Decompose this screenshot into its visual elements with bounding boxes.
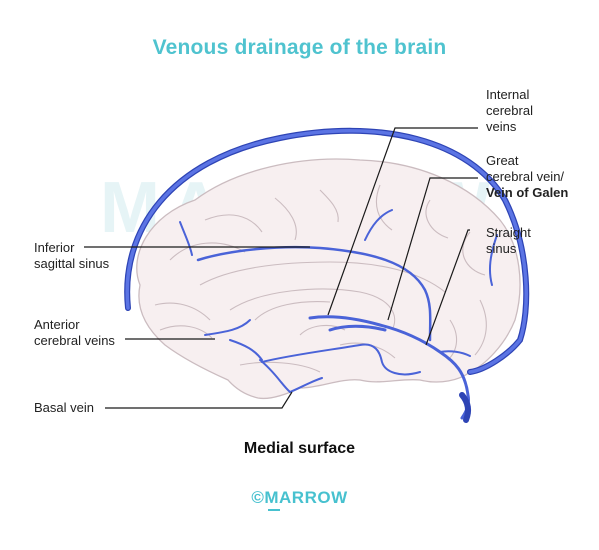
basal-veins <box>204 319 471 393</box>
label-basal-vein: Basal vein <box>34 400 94 415</box>
inferior-sagittal-sinus <box>196 245 432 342</box>
label-line: veins <box>486 119 517 134</box>
label-line: cerebral vein/ <box>486 169 565 184</box>
label-line: Straight <box>486 225 531 240</box>
subtitle-medial-surface: Medial surface <box>243 440 356 457</box>
label-line: Internal <box>486 87 530 102</box>
label-anterior-cerebral-veins: Anterior cerebral veins <box>34 317 115 349</box>
label-line: sagittal sinus <box>34 256 110 271</box>
page-title: Venous drainage of the brain <box>152 36 447 59</box>
label-vein-of-galen: Vein of Galen <box>486 185 569 200</box>
label-line: cerebral <box>486 103 533 118</box>
label-line: cerebral veins <box>34 333 115 348</box>
marrow-logo: ©MARROW <box>251 488 348 507</box>
cortical-veins <box>179 209 498 286</box>
label-straight-sinus: Straight sinus <box>486 225 531 257</box>
label-line: Great <box>486 153 519 168</box>
label-inferior-sagittal-sinus: Inferior sagittal sinus <box>34 240 109 272</box>
label-line: Inferior <box>34 240 75 255</box>
leader-lines <box>84 127 478 409</box>
label-line: Anterior <box>34 317 80 332</box>
label-line: sinus <box>486 241 517 256</box>
label-great-cerebral-vein: Great cerebral vein/ Vein of Galen <box>486 153 568 201</box>
confluence-of-sinuses <box>459 392 472 423</box>
label-internal-cerebral-veins: Internal cerebral veins <box>486 87 533 135</box>
logo-underline <box>268 509 280 511</box>
